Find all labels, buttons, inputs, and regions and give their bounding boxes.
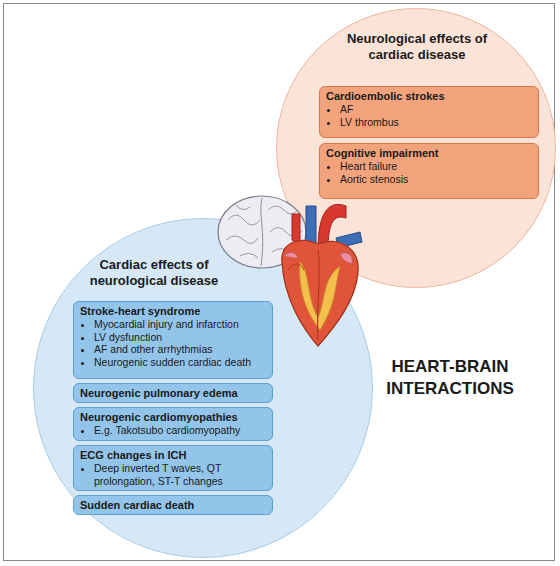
bullet-list: E.g. Takotsubo cardiomyopathy	[80, 424, 266, 437]
box-heading: Sudden cardiac death	[80, 498, 266, 512]
group-title: Neurological effects of cardiac disease	[337, 31, 497, 63]
group-title: Cardiac effects of neurological disease	[74, 257, 234, 289]
category-box: Cognitive impairmentHeart failureAortic …	[319, 143, 539, 199]
bullet-item: Heart failure	[340, 160, 532, 173]
bullet-list: AFLV thrombus	[326, 103, 532, 128]
box-heading: ECG changes in ICH	[80, 448, 266, 462]
diagram-label: HEART-BRAIN INTERACTIONS	[362, 356, 538, 400]
bullet-item: Neurogenic sudden cardiac death	[94, 356, 266, 369]
bullet-list: Myocardial injury and infarctionLV dysfu…	[80, 318, 266, 368]
category-box: Sudden cardiac death	[73, 495, 273, 515]
bullet-item: E.g. Takotsubo cardiomyopathy	[94, 424, 266, 437]
group-circle: Cardiac effects of neurological diseaseS…	[33, 218, 373, 558]
category-box: Neurogenic pulmonary edema	[73, 383, 273, 403]
bullet-list: Deep inverted T waves, QT prolongation, …	[80, 462, 266, 487]
bullet-item: LV dysfunction	[94, 331, 266, 344]
box-heading: Cardioembolic strokes	[326, 89, 532, 103]
category-box: Stroke-heart syndromeMyocardial injury a…	[73, 301, 273, 379]
bullet-item: AF	[340, 103, 532, 116]
bullet-item: Myocardial injury and infarction	[94, 318, 266, 331]
brain-drawing	[218, 196, 306, 268]
bullet-item: AF and other arrhythmias	[94, 343, 266, 356]
bullet-item: Deep inverted T waves, QT prolongation, …	[94, 462, 266, 487]
category-box: Neurogenic cardiomyopathiesE.g. Takotsub…	[73, 407, 273, 441]
group-circle: Neurological effects of cardiac diseaseC…	[276, 8, 556, 288]
box-heading: Stroke-heart syndrome	[80, 304, 266, 318]
bullet-item: Aortic stenosis	[340, 173, 532, 186]
box-heading: Neurogenic cardiomyopathies	[80, 410, 266, 424]
box-heading: Cognitive impairment	[326, 146, 532, 160]
bullet-item: LV thrombus	[340, 116, 532, 129]
heart-drawing	[282, 204, 362, 346]
box-heading: Neurogenic pulmonary edema	[80, 386, 266, 400]
category-box: Cardioembolic strokesAFLV thrombus	[319, 86, 539, 138]
bullet-list: Heart failureAortic stenosis	[326, 160, 532, 185]
category-box: ECG changes in ICHDeep inverted T waves,…	[73, 445, 273, 491]
